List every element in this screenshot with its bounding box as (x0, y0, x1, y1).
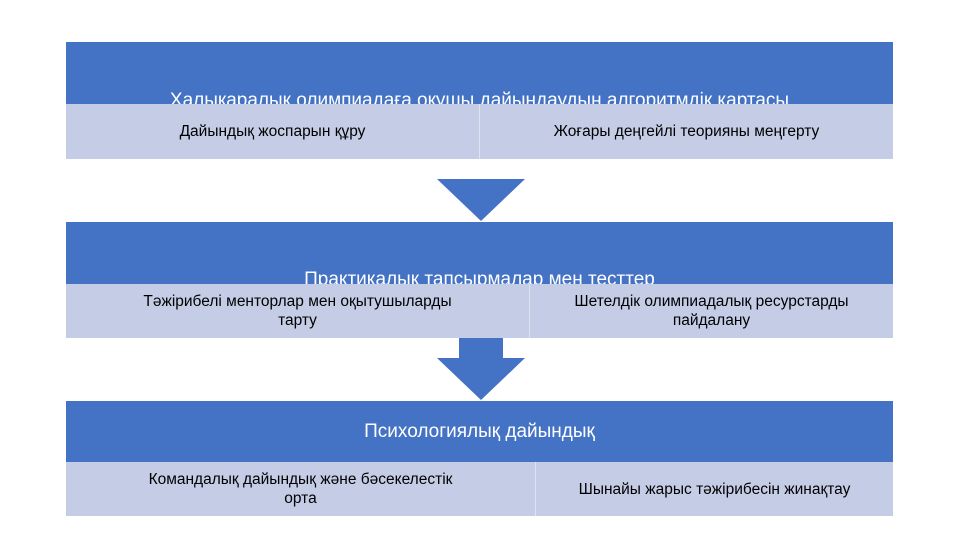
stage-2-item-1: Тәжірибелі менторлар мен оқытушыларды та… (143, 293, 452, 329)
stage-1-title: Халықаралық олимпиадаға оқушы дайындауды… (169, 90, 790, 104)
stage-1-item-1: Дайындық жоспарын құру (179, 123, 366, 140)
stage-1-item-2: Жоғары деңгейлі теорияны меңгерту (479, 104, 893, 159)
stage-3-title: Психологиялық дайындық (364, 421, 595, 442)
stage-1-items: Дайындық жоспарын құру Жоғары деңгейлі т… (66, 104, 893, 159)
stage-3-items: Командалық дайындық және бәсекелестік ор… (66, 462, 893, 516)
down-arrow-1 (437, 179, 525, 221)
stage-2-header: Практикалық тапсырмалар мен тесттер (66, 222, 893, 284)
down-arrow-2 (437, 338, 525, 400)
stage-2-items: Тәжірибелі менторлар мен оқытушыларды та… (66, 284, 893, 338)
stage-3-item-1: Командалық дайындық және бәсекелестік ор… (148, 471, 453, 507)
stage-2-title: Практикалық тапсырмалар мен тесттер (304, 269, 655, 284)
stage-3-header: Психологиялық дайындық (66, 401, 893, 462)
stage-3-item-2: Шынайы жарыс тәжірибесін жинақтау (535, 462, 893, 516)
stage-1-header: Халықаралық олимпиадаға оқушы дайындауды… (66, 42, 893, 104)
stage-2-item-2: Шетелдік олимпиадалық ресурстарды пайдал… (529, 284, 893, 338)
